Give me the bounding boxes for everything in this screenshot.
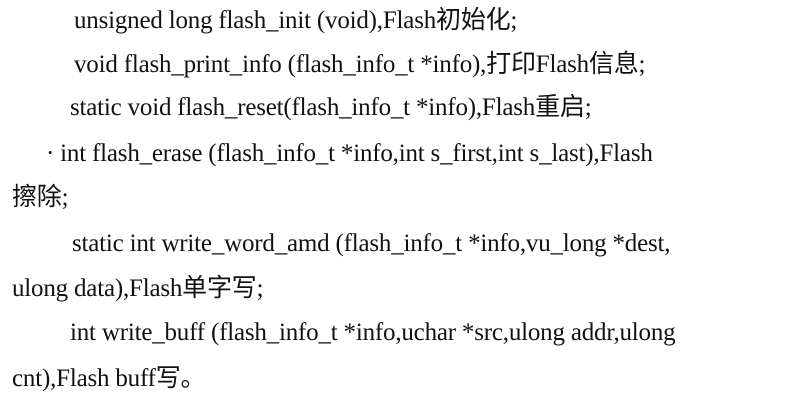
text-line-write-word-amd: static int write_word_amd (flash_info_t … bbox=[72, 230, 671, 257]
text-line-flash-print-info: void flash_print_info (flash_info_t *inf… bbox=[74, 51, 646, 78]
text-line-write-buff-continued: cnt),Flash buff写。 bbox=[12, 365, 206, 392]
text-line-write-word-amd-continued: ulong data),Flash单字写; bbox=[12, 275, 264, 302]
text-line-flash-reset: static void flash_reset(flash_info_t *in… bbox=[70, 94, 592, 121]
text-line-flash-erase: · int flash_erase (flash_info_t *info,in… bbox=[46, 140, 653, 167]
text-line-write-buff: int write_buff (flash_info_t *info,uchar… bbox=[70, 319, 676, 346]
text-line-flash-init: unsigned long flash_init (void),Flash初始化… bbox=[74, 7, 518, 34]
text-line-flash-erase-continued: 擦除; bbox=[12, 184, 69, 211]
